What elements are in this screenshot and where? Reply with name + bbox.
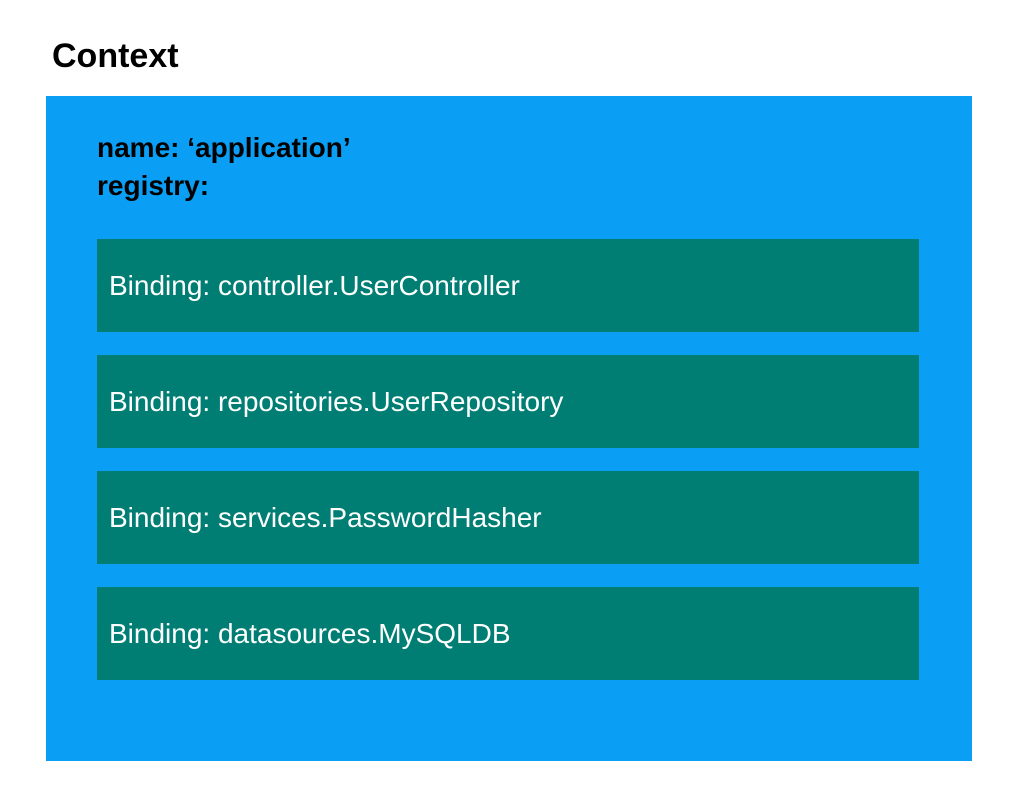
binding-item: Binding: controller.UserController — [97, 239, 919, 332]
bindings-list: Binding: controller.UserController Bindi… — [97, 239, 919, 680]
binding-item: Binding: services.PasswordHasher — [97, 471, 919, 564]
diagram-title: Context — [52, 37, 179, 75]
binding-label: Binding: repositories.UserRepository — [109, 385, 564, 417]
binding-item: Binding: repositories.UserRepository — [97, 355, 919, 448]
context-name-line: name: ‘application’ — [97, 132, 351, 163]
context-properties: name: ‘application’ registry: — [97, 129, 351, 205]
context-box: name: ‘application’ registry: Binding: c… — [46, 96, 972, 761]
context-registry-line: registry: — [97, 170, 210, 201]
binding-item: Binding: datasources.MySQLDB — [97, 587, 919, 680]
binding-label: Binding: controller.UserController — [109, 269, 520, 301]
binding-label: Binding: datasources.MySQLDB — [109, 617, 511, 649]
binding-label: Binding: services.PasswordHasher — [109, 501, 542, 533]
